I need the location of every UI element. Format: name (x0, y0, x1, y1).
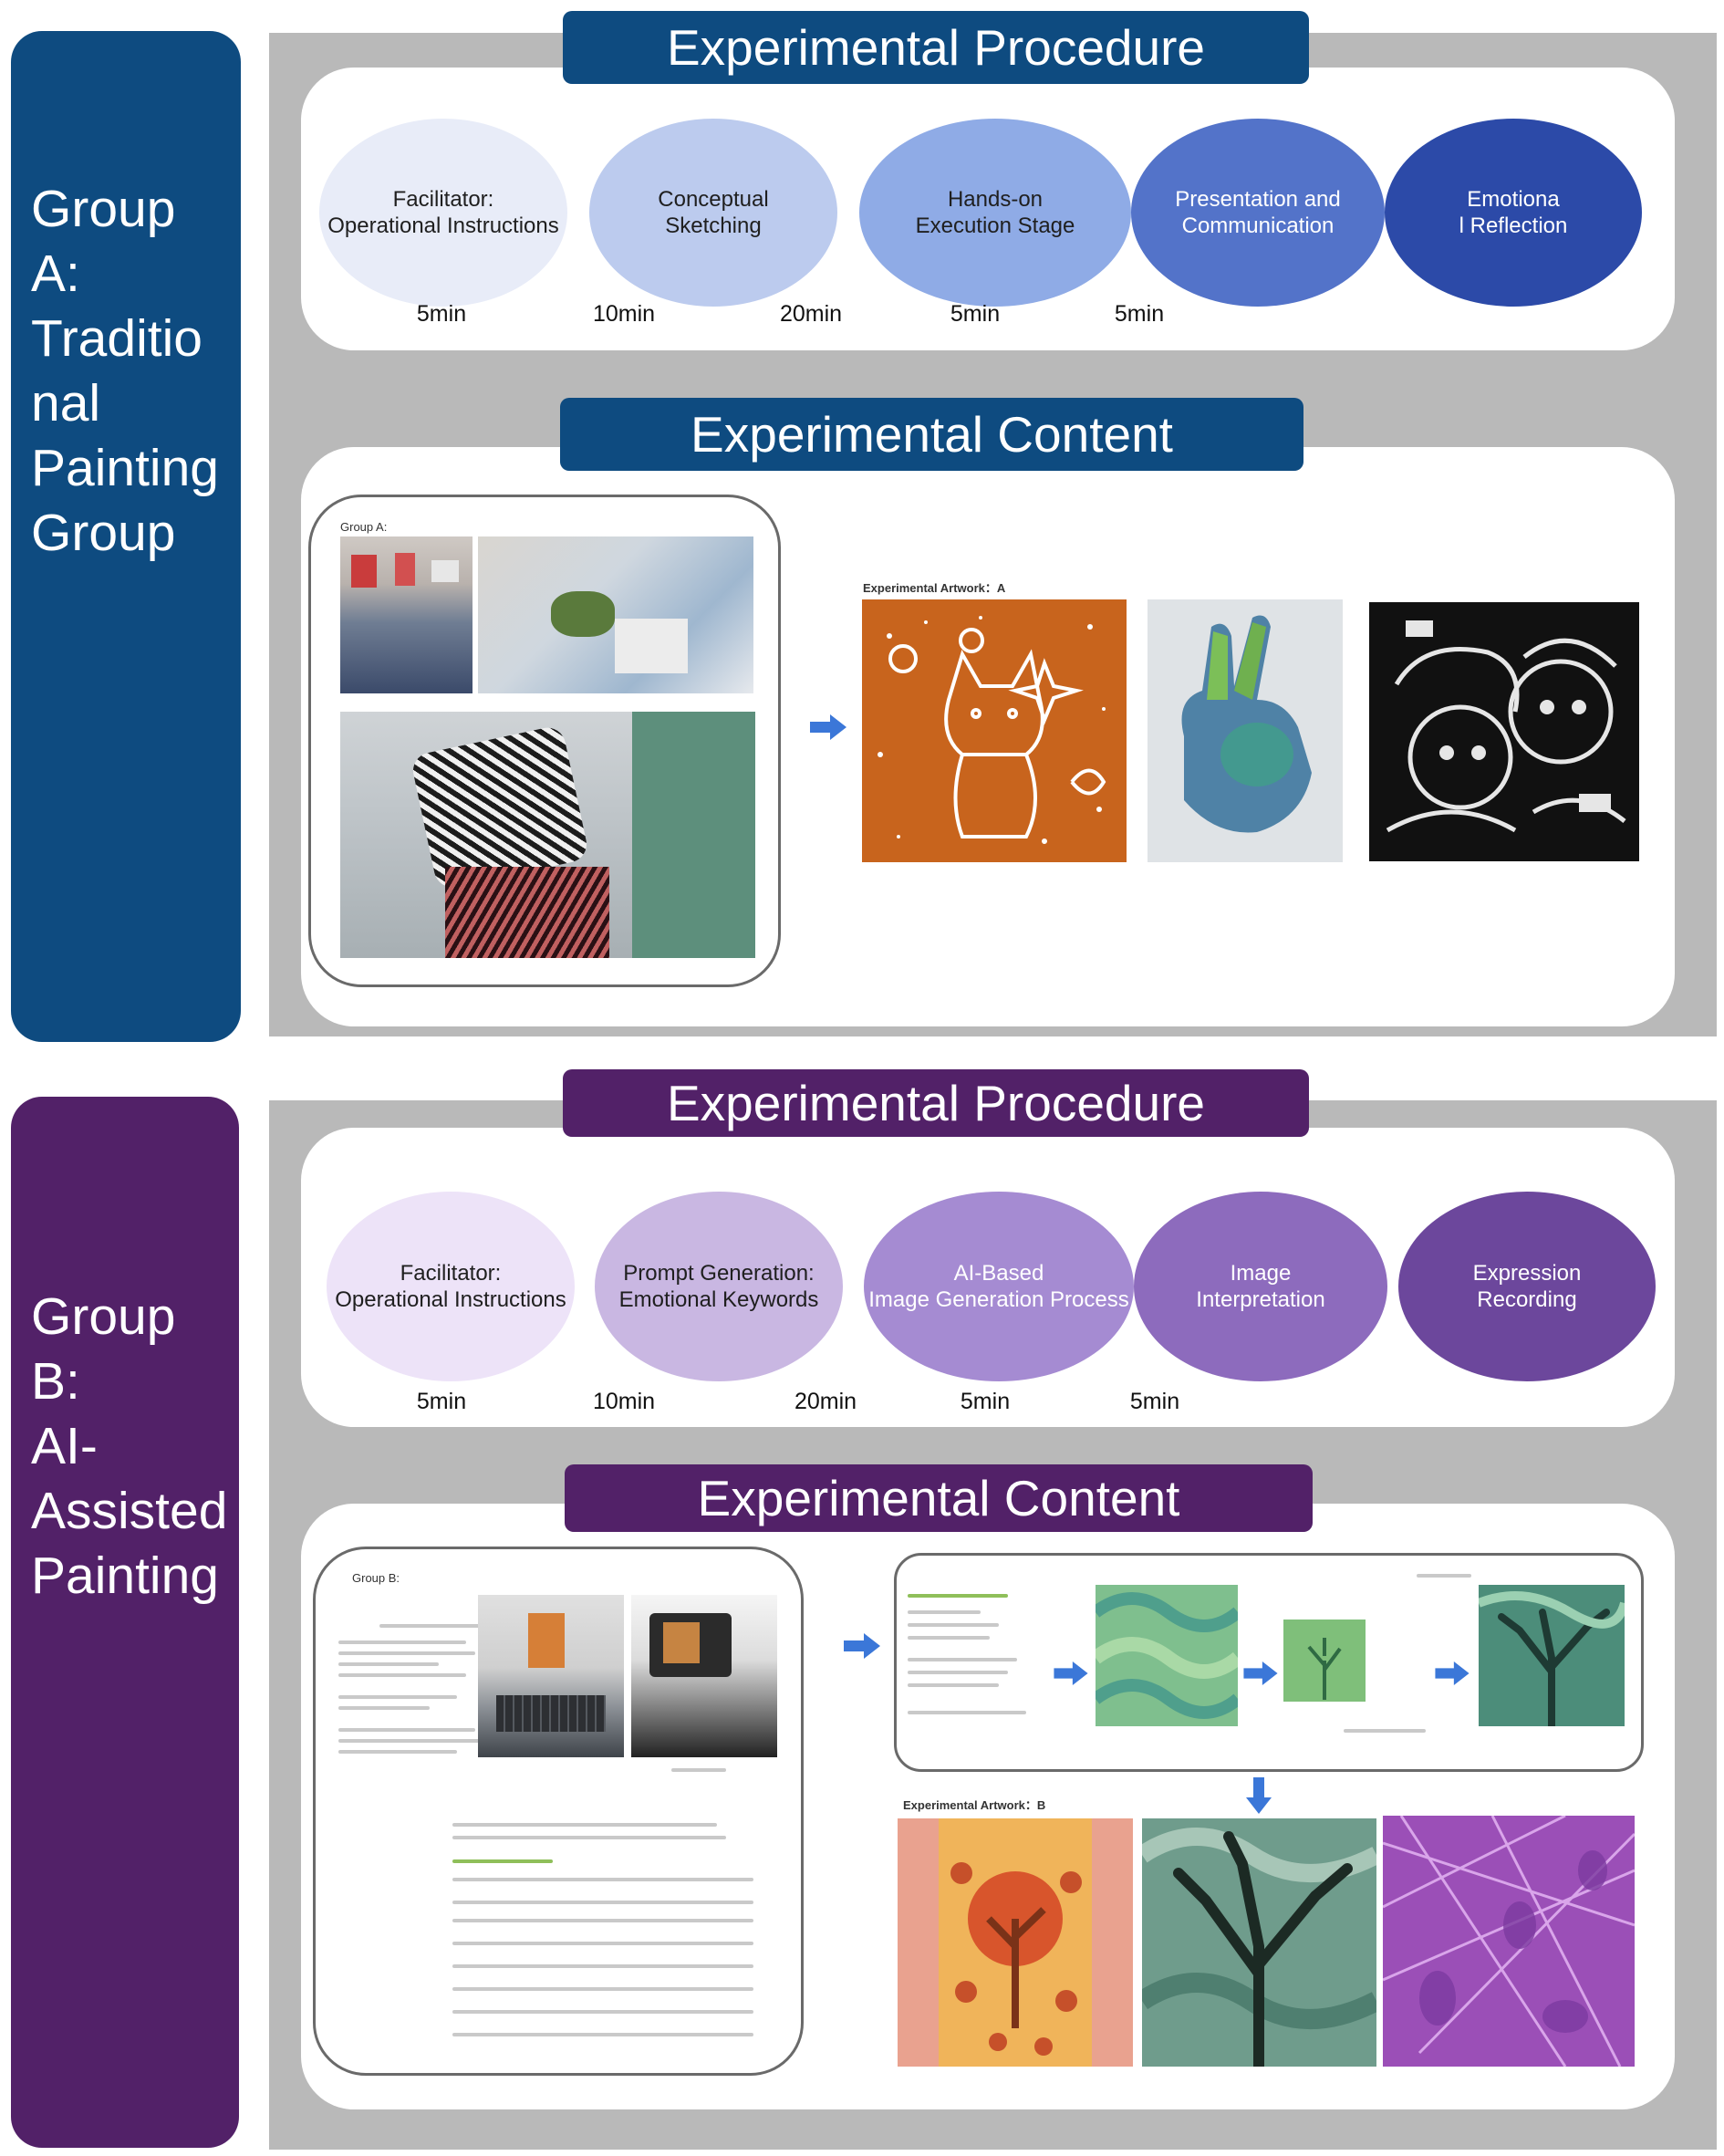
group-a-content-arrow-icon (810, 714, 846, 740)
group-b-steps: Facilitator: Operational Instructions 5mi… (301, 1128, 1675, 1427)
group-a-label: Group A: Traditio nal Painting Group (11, 31, 241, 1042)
group-a-step-5-duration: 5min (1114, 301, 1165, 327)
group-a-step-4-duration: 5min (950, 301, 1001, 327)
group-a-artwork-caption: Experimental Artwork：A (863, 581, 1006, 595)
artwork-cat-print (862, 599, 1127, 862)
group-b-step-4: Image Interpretation (1134, 1192, 1387, 1381)
group-b-step-5-duration: 5min (1129, 1389, 1180, 1414)
group-a-procedure-title: Experimental Procedure (563, 11, 1309, 84)
group-a-step-2: Conceptual Sketching (589, 119, 837, 307)
group-a-step-1: Facilitator: Operational Instructions (319, 119, 567, 307)
ai-workflow-frame (894, 1553, 1644, 1772)
group-a-step-3-duration: 20min (779, 301, 843, 327)
workflow-arrow-1-icon (1054, 1661, 1088, 1685)
group-b-step-2: Prompt Generation: Emotional Keywords (595, 1192, 843, 1381)
tablet-photo (631, 1595, 777, 1757)
group-a-step-3: Hands-on Execution Stage (859, 119, 1131, 307)
group-b-photo-caption: Group B: (352, 1571, 400, 1585)
artwork-dark-tree (1142, 1818, 1376, 2067)
group-a-step-4: Presentation and Communication (1131, 119, 1385, 307)
artwork-children-tree (898, 1818, 1133, 2067)
group-a-step-1-duration: 5min (416, 301, 467, 327)
generated-tree-image (1479, 1585, 1625, 1726)
group-b-step-1: Facilitator: Operational Instructions (327, 1192, 575, 1381)
generated-pattern-image (1096, 1585, 1238, 1726)
group-a-photo-frame: Group A: (308, 495, 781, 987)
group-b-photo-frame: Group B: (313, 1547, 804, 2076)
classroom-photo (340, 536, 473, 693)
group-b-content-arrow-icon (844, 1633, 880, 1659)
group-a-photo-caption: Group A: (340, 520, 388, 534)
workflow-down-arrow-icon (1246, 1777, 1272, 1814)
printmaking-photo (340, 712, 755, 958)
group-b-label: Group B: AI- Assisted Painting (11, 1097, 239, 2148)
group-a-step-2-duration: 10min (592, 301, 656, 327)
group-b-content-title: Experimental Content (565, 1464, 1313, 1532)
group-b-artwork-caption: Experimental Artwork：B (903, 1798, 1046, 1812)
artwork-character-print (1369, 602, 1639, 861)
group-b-step-3-duration: 20min (794, 1389, 857, 1414)
group-b-step-2-duration: 10min (592, 1389, 656, 1414)
group-b-step-4-duration: 5min (960, 1389, 1011, 1414)
artwork-purple-abstract (1383, 1816, 1635, 2067)
group-a-content-title: Experimental Content (560, 398, 1303, 471)
group-b-step-1-duration: 5min (416, 1389, 467, 1414)
workflow-arrow-2-icon (1243, 1661, 1278, 1685)
generated-small-tree-image (1283, 1620, 1366, 1702)
group-b-step-5: Expression Recording (1398, 1192, 1656, 1381)
group-b-step-3: AI-Based Image Generation Process (864, 1192, 1134, 1381)
group-b-procedure-title: Experimental Procedure (563, 1069, 1309, 1137)
artwork-hand-print (1148, 599, 1343, 862)
students-working-photo (478, 536, 753, 693)
laptop-photo (478, 1595, 624, 1757)
group-a-step-5: Emotiona l Reflection (1385, 119, 1642, 307)
workflow-arrow-3-icon (1435, 1661, 1470, 1685)
group-b-procedure-panel: Facilitator: Operational Instructions 5mi… (301, 1128, 1675, 1427)
